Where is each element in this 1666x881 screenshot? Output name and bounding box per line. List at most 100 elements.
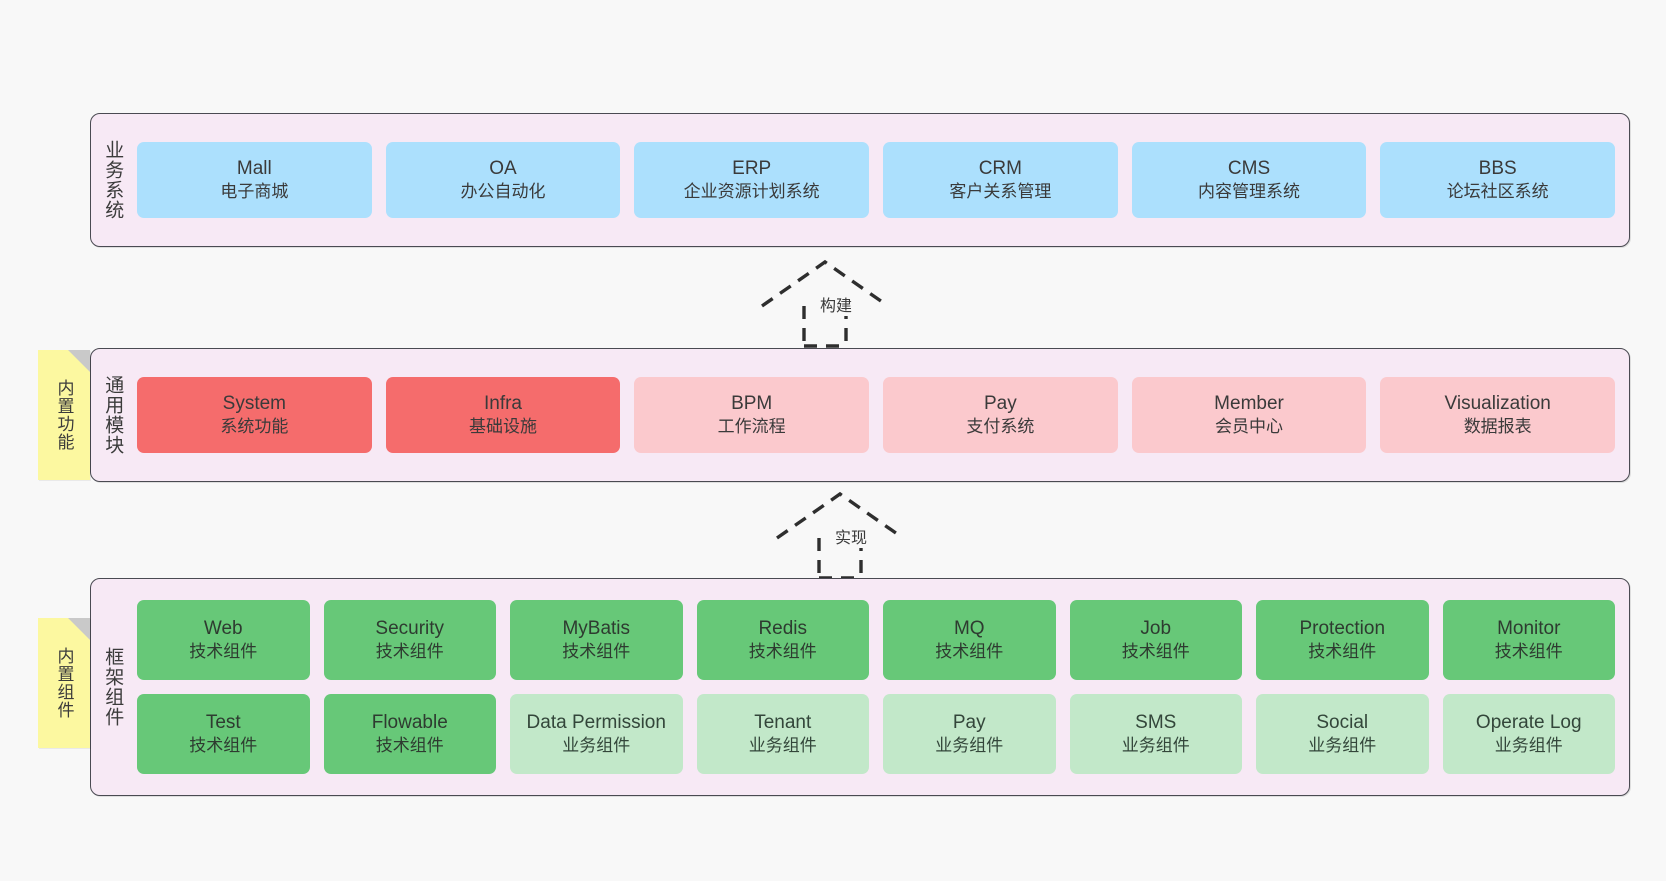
node-title-en: BPM	[731, 393, 773, 415]
node-title-cn: 技术组件	[375, 642, 444, 662]
node-title-en: MyBatis	[562, 618, 631, 640]
node-title-en: Job	[1140, 618, 1172, 640]
connector-build: 构建	[760, 258, 940, 348]
node-title-cn: 技术组件	[1121, 642, 1190, 662]
node-erp[interactable]: ERP 企业资源计划系统	[634, 142, 870, 218]
node-title-en: Security	[375, 618, 445, 640]
node-title-cn: 业务组件	[1121, 736, 1190, 756]
node-title-cn: 论坛社区系统	[1446, 182, 1549, 202]
layer-framework-component: 框架组件 Web 技术组件 Security 技术组件 MyBatis 技术组件…	[90, 578, 1630, 796]
node-title-en: Infra	[483, 393, 523, 415]
node-title-cn: 企业资源计划系统	[683, 182, 820, 202]
node-title-cn: 业务组件	[562, 736, 631, 756]
node-title-en: OA	[489, 158, 517, 180]
node-data-permission[interactable]: Data Permission 业务组件	[510, 694, 683, 774]
node-job[interactable]: Job 技术组件	[1069, 600, 1242, 680]
node-title-en: Protection	[1299, 618, 1386, 640]
node-operate-log[interactable]: Operate Log 业务组件	[1442, 694, 1615, 774]
node-row: Test 技术组件 Flowable 技术组件 Data Permission …	[137, 694, 1615, 774]
node-title-en: Mall	[236, 158, 272, 180]
node-title-cn: 业务组件	[935, 736, 1004, 756]
node-title-cn: 工作流程	[717, 417, 786, 437]
layer-body-framework-component: Web 技术组件 Security 技术组件 MyBatis 技术组件 Redi…	[133, 579, 1629, 795]
layer-business-system: 业务系统 Mall 电子商城 OA 办公自动化 ERP 企业资源计划系统 CRM…	[90, 113, 1630, 247]
connector-label-build: 构建	[818, 292, 855, 316]
node-sms[interactable]: SMS 业务组件	[1069, 694, 1242, 774]
node-title-cn: 技术组件	[562, 642, 631, 662]
node-title-cn: 内容管理系统	[1198, 182, 1301, 202]
node-title-en: Social	[1316, 712, 1369, 734]
node-title-cn: 系统功能	[220, 417, 289, 437]
node-title-en: BBS	[1478, 158, 1517, 180]
node-title-cn: 数据报表	[1463, 417, 1532, 437]
node-pay-component[interactable]: Pay 业务组件	[883, 694, 1056, 774]
node-system[interactable]: System 系统功能	[137, 377, 372, 453]
node-bpm[interactable]: BPM 工作流程	[634, 377, 870, 453]
node-title-en: ERP	[732, 158, 772, 180]
node-title-en: MQ	[953, 618, 985, 640]
node-title-en: Tenant	[754, 712, 812, 734]
node-flowable[interactable]: Flowable 技术组件	[323, 694, 496, 774]
node-protection[interactable]: Protection 技术组件	[1256, 600, 1429, 680]
node-title-cn: 业务组件	[1494, 736, 1563, 756]
node-cms[interactable]: CMS 内容管理系统	[1131, 142, 1367, 218]
note-fold-corner-icon	[68, 350, 90, 372]
node-tenant[interactable]: Tenant 业务组件	[696, 694, 869, 774]
node-infra[interactable]: Infra 基础设施	[385, 377, 621, 453]
node-row: Web 技术组件 Security 技术组件 MyBatis 技术组件 Redi…	[137, 600, 1615, 680]
layer-body-business-system: Mall 电子商城 OA 办公自动化 ERP 企业资源计划系统 CRM 客户关系…	[133, 114, 1629, 246]
node-title-en: Data Permission	[526, 712, 666, 734]
note-label: 内置功能	[54, 379, 74, 451]
node-title-en: System	[222, 393, 287, 415]
node-title-cn: 业务组件	[748, 736, 817, 756]
node-test[interactable]: Test 技术组件	[137, 694, 310, 774]
node-row: Mall 电子商城 OA 办公自动化 ERP 企业资源计划系统 CRM 客户关系…	[137, 142, 1616, 218]
note-fold-corner-icon	[68, 618, 90, 640]
node-title-cn: 技术组件	[748, 642, 817, 662]
node-title-en: Redis	[758, 618, 808, 640]
node-bbs[interactable]: BBS 论坛社区系统	[1380, 142, 1616, 218]
node-title-en: Operate Log	[1475, 712, 1582, 734]
note-builtin-features: 内置功能	[38, 350, 90, 480]
node-title-en: CMS	[1227, 158, 1271, 180]
node-redis[interactable]: Redis 技术组件	[696, 600, 869, 680]
layer-common-module: 通用模块 System 系统功能 Infra 基础设施 BPM 工作流程 Pay…	[90, 348, 1630, 482]
node-title-en: Flowable	[371, 712, 448, 734]
node-web[interactable]: Web 技术组件	[137, 600, 310, 680]
node-social[interactable]: Social 业务组件	[1256, 694, 1429, 774]
node-title-cn: 办公自动化	[460, 182, 546, 202]
node-title-en: Monitor	[1497, 618, 1561, 640]
node-title-en: Pay	[952, 712, 986, 734]
node-title-cn: 技术组件	[1494, 642, 1563, 662]
node-security[interactable]: Security 技术组件	[323, 600, 496, 680]
node-title-en: CRM	[978, 158, 1022, 180]
node-title-cn: 技术组件	[189, 736, 258, 756]
node-title-cn: 技术组件	[189, 642, 258, 662]
node-mybatis[interactable]: MyBatis 技术组件	[510, 600, 683, 680]
layer-title-framework-component: 框架组件	[102, 647, 124, 727]
layer-title-business-system: 业务系统	[102, 140, 124, 220]
node-title-cn: 技术组件	[375, 736, 444, 756]
node-monitor[interactable]: Monitor 技术组件	[1442, 600, 1615, 680]
node-mall[interactable]: Mall 电子商城	[137, 142, 372, 218]
node-title-en: Web	[203, 618, 243, 640]
node-title-en: Test	[205, 712, 241, 734]
node-title-cn: 技术组件	[1308, 642, 1377, 662]
node-title-en: Visualization	[1444, 393, 1551, 415]
connector-label-implement: 实现	[833, 524, 870, 548]
node-title-en: SMS	[1135, 712, 1177, 734]
node-title-cn: 业务组件	[1308, 736, 1377, 756]
node-member[interactable]: Member 会员中心	[1131, 377, 1367, 453]
connector-implement: 实现	[775, 490, 955, 580]
node-visualization[interactable]: Visualization 数据报表	[1380, 377, 1616, 453]
node-title-en: Member	[1214, 393, 1284, 415]
node-row: System 系统功能 Infra 基础设施 BPM 工作流程 Pay 支付系统…	[137, 377, 1616, 453]
node-crm[interactable]: CRM 客户关系管理	[883, 142, 1118, 218]
node-title-cn: 技术组件	[935, 642, 1004, 662]
note-label: 内置组件	[54, 647, 74, 719]
node-oa[interactable]: OA 办公自动化	[385, 142, 621, 218]
node-pay[interactable]: Pay 支付系统	[883, 377, 1118, 453]
node-mq[interactable]: MQ 技术组件	[883, 600, 1056, 680]
node-title-cn: 会员中心	[1215, 417, 1284, 437]
